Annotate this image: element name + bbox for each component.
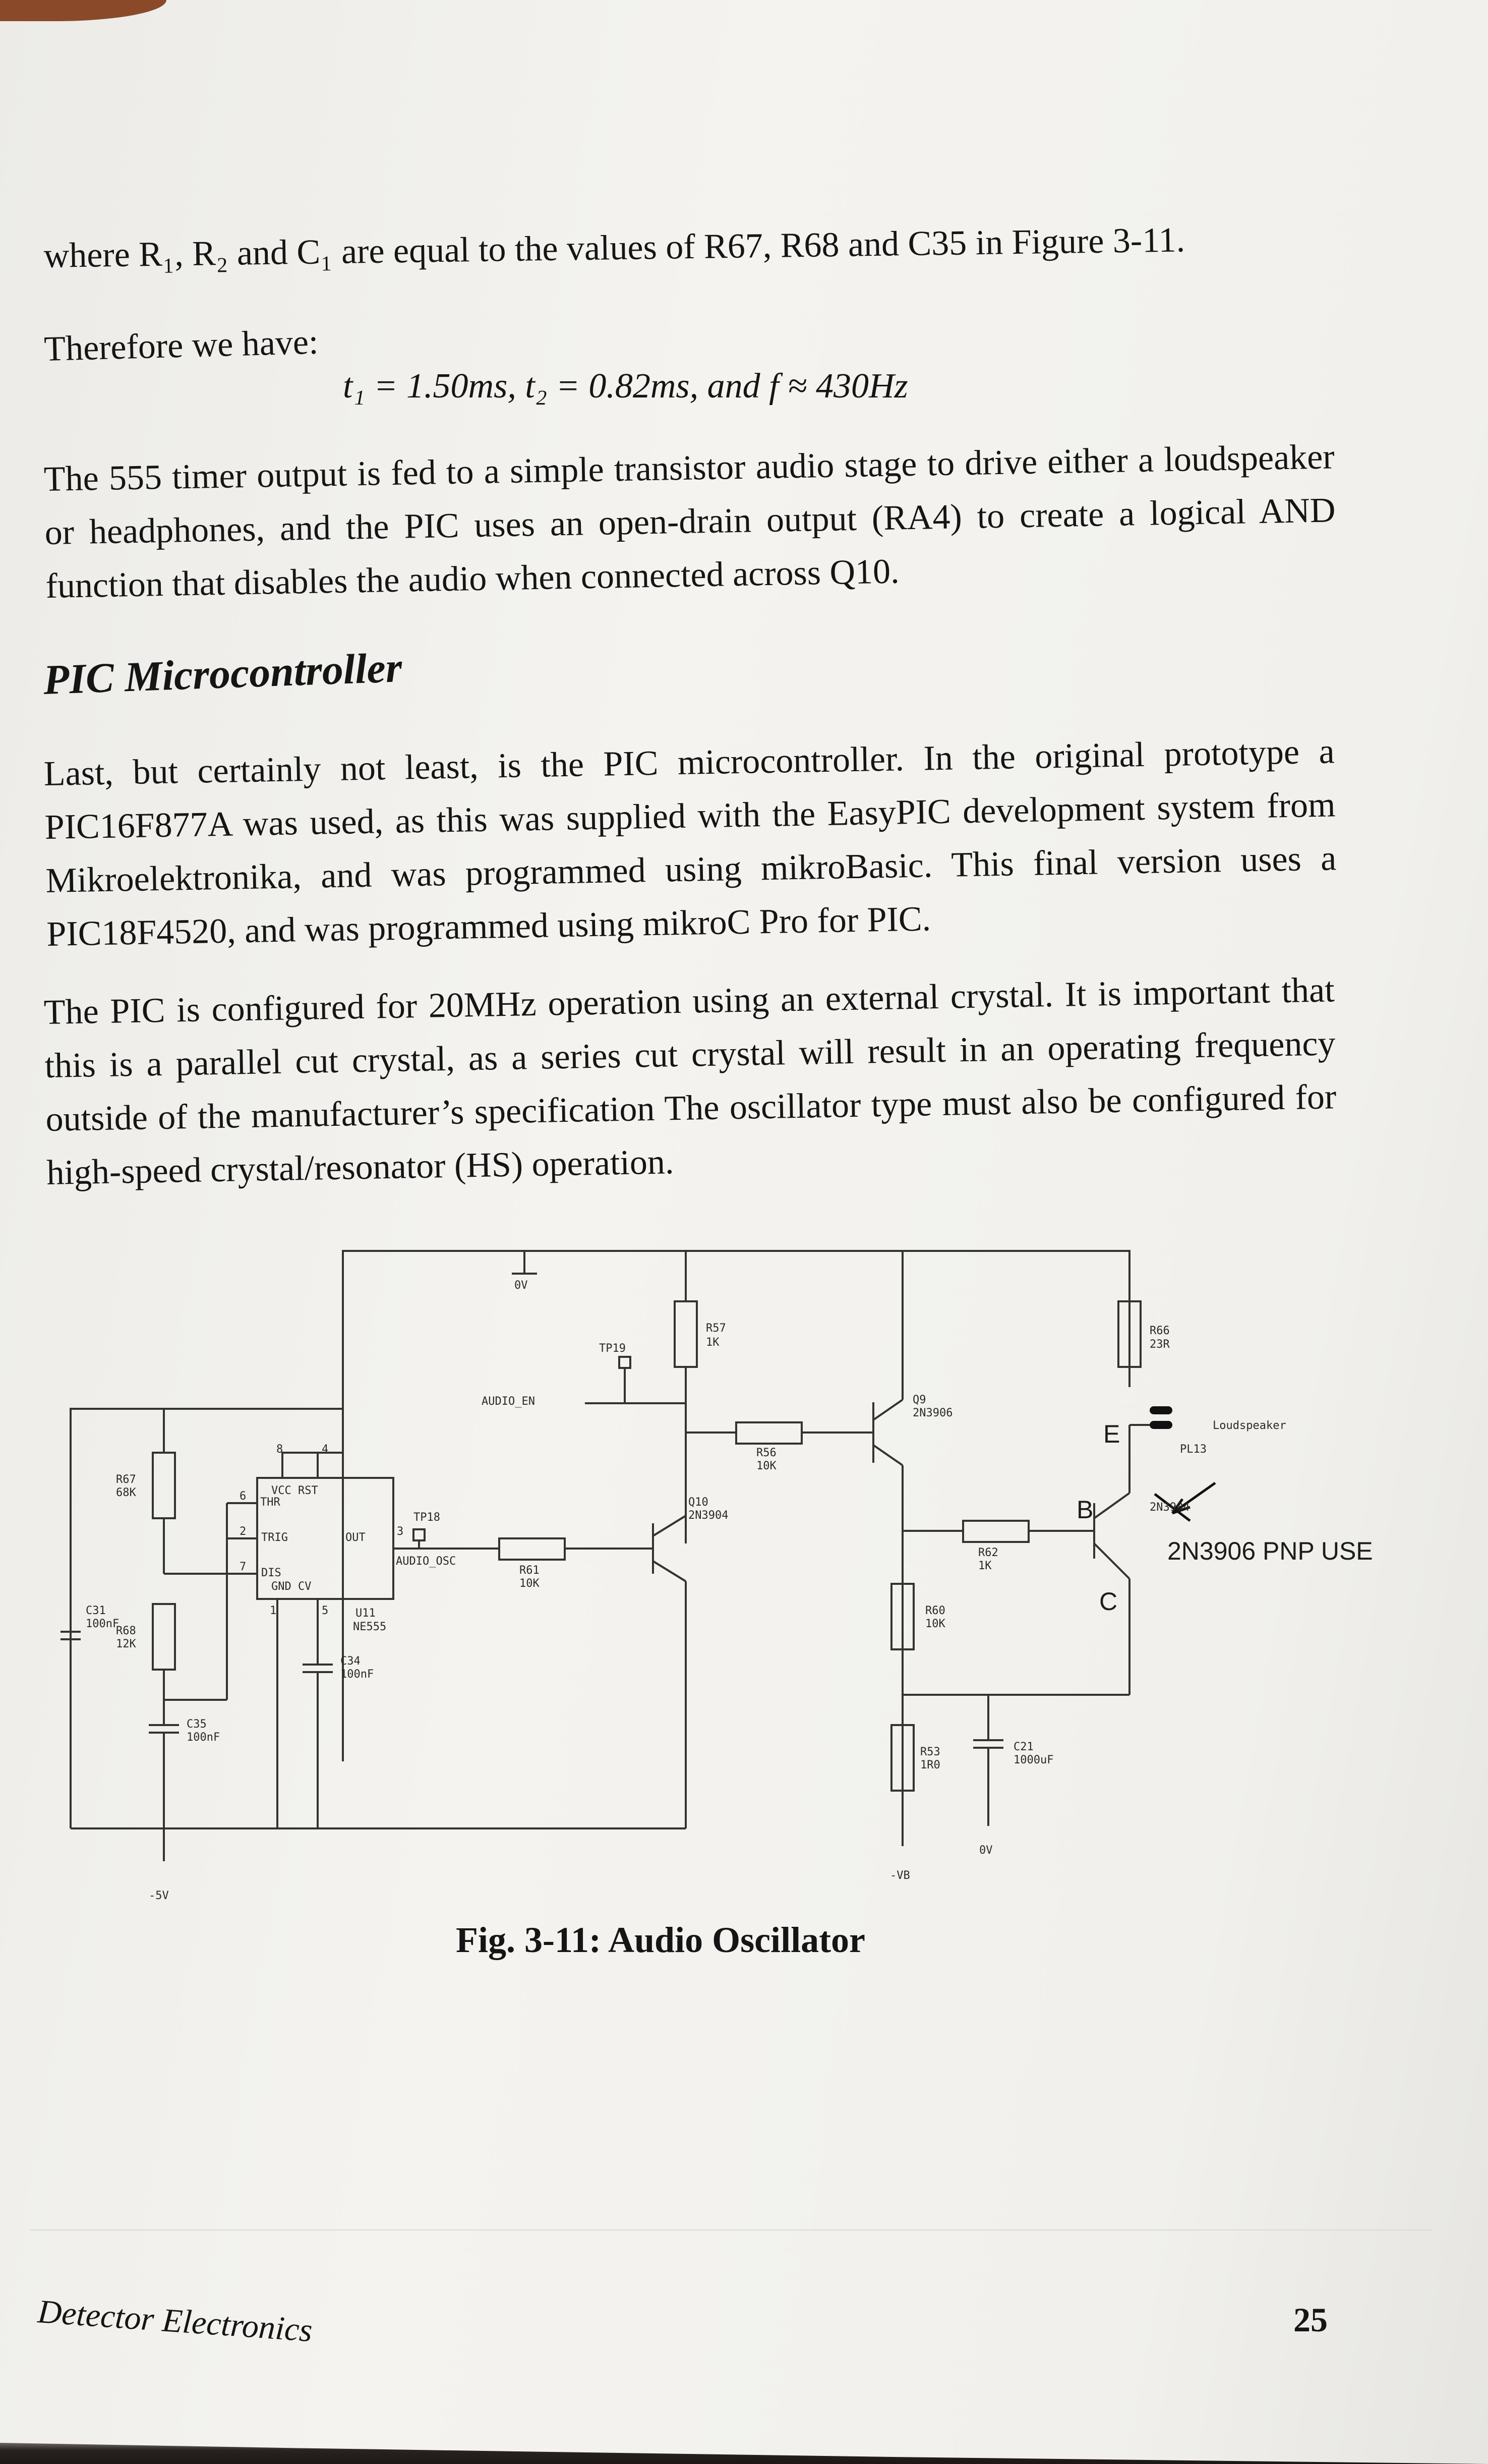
label-q9-part: 2N3906 bbox=[913, 1407, 953, 1419]
label-c34: C34 bbox=[340, 1655, 361, 1668]
label-neg-vb: -VB bbox=[890, 1869, 910, 1882]
handwritten-annotation bbox=[1154, 1481, 1216, 1522]
handwritten-note: 2N3906 PNP USE bbox=[1167, 1537, 1373, 1565]
pin-3: 3 bbox=[397, 1525, 403, 1538]
label-r57: R57 bbox=[706, 1322, 726, 1335]
u11-thr: THR bbox=[260, 1496, 280, 1509]
u11-vcc-rst: VCC RST bbox=[271, 1484, 318, 1497]
label-r62-value: 1K bbox=[978, 1560, 992, 1572]
label-r62: R62 bbox=[978, 1546, 998, 1559]
timing-equation: t₁ = 1.50ms, t₂ = 0.82ms, and f ≈ 430Hz bbox=[343, 367, 908, 406]
handwritten-c: C bbox=[1099, 1587, 1117, 1616]
footer-rule bbox=[30, 2229, 1432, 2230]
label-ne555: NE555 bbox=[353, 1621, 386, 1633]
schematic-drawing: 0V TP19 R57 1K AUDIO_EN Q9 2N3906 R66 23… bbox=[61, 1250, 1373, 1902]
audio-oscillator-schematic: 0V TP19 R57 1K AUDIO_EN Q9 2N3906 R66 23… bbox=[61, 1231, 1402, 1907]
label-u11: U11 bbox=[355, 1607, 376, 1620]
label-pl13: PL13 bbox=[1180, 1443, 1207, 1456]
paragraph-pic-crystal: The PIC is configured for 20MHz operatio… bbox=[43, 970, 1337, 1192]
label-q9: Q9 bbox=[913, 1394, 926, 1406]
loudspeaker-connector bbox=[1150, 1406, 1172, 1429]
label-r60: R60 bbox=[925, 1605, 945, 1617]
label-tp19: TP19 bbox=[599, 1342, 626, 1355]
label-r66: R66 bbox=[1150, 1325, 1170, 1337]
figure-caption: Fig. 3-11: Audio Oscillator bbox=[456, 1920, 866, 1960]
u11-out: OUT bbox=[345, 1531, 366, 1544]
label-c21: C21 bbox=[1014, 1741, 1034, 1753]
label-c34-value: 100nF bbox=[340, 1668, 374, 1681]
handwritten-e: E bbox=[1103, 1420, 1120, 1448]
u11-trig: TRIG bbox=[261, 1531, 288, 1544]
label-r61-value: 10K bbox=[519, 1577, 540, 1590]
pin-4: 4 bbox=[322, 1443, 328, 1456]
pin-8: 8 bbox=[276, 1443, 283, 1456]
pin-6: 6 bbox=[240, 1490, 246, 1503]
label-r53-value: 1R0 bbox=[920, 1759, 940, 1771]
label-c31-value: 100nF bbox=[86, 1618, 119, 1630]
label-crossed-part: 2N3904 bbox=[1150, 1501, 1189, 1514]
label-audio-en: AUDIO_EN bbox=[482, 1395, 535, 1408]
label-r68: R68 bbox=[116, 1625, 136, 1637]
label-q10: Q10 bbox=[688, 1496, 708, 1509]
label-r66-value: 23R bbox=[1150, 1338, 1170, 1351]
label-0v-bottom: 0V bbox=[979, 1844, 993, 1857]
u11-dis: DIS bbox=[261, 1567, 281, 1579]
label-q10-part: 2N3904 bbox=[688, 1509, 728, 1522]
label-r61: R61 bbox=[519, 1564, 540, 1577]
label-loudspeaker: Loudspeaker bbox=[1213, 1419, 1286, 1432]
label-r67-value: 68K bbox=[116, 1486, 136, 1499]
paragraph-pic-intro: Last, but certainly not least, is the PI… bbox=[43, 732, 1337, 954]
label-0v-top: 0V bbox=[514, 1279, 528, 1292]
label-c31: C31 bbox=[86, 1605, 106, 1617]
label-tp18: TP18 bbox=[413, 1511, 440, 1524]
label-c35: C35 bbox=[187, 1718, 207, 1731]
paragraph-555-timer: The 555 timer output is fed to a simple … bbox=[43, 437, 1336, 606]
label-r53: R53 bbox=[920, 1746, 940, 1758]
handwritten-b: B bbox=[1077, 1496, 1093, 1524]
pin-5: 5 bbox=[322, 1605, 328, 1617]
label-r60-value: 10K bbox=[925, 1618, 945, 1630]
page-number: 25 bbox=[1293, 2301, 1328, 2339]
u11-gnd-cv: GND CV bbox=[271, 1580, 311, 1593]
label-r56: R56 bbox=[756, 1447, 777, 1459]
pin-2: 2 bbox=[240, 1525, 246, 1538]
label-audio-osc: AUDIO_OSC bbox=[396, 1555, 456, 1568]
label-r57-value: 1K bbox=[706, 1336, 720, 1349]
label-r68-value: 12K bbox=[116, 1638, 136, 1650]
label-neg-5v: -5V bbox=[149, 1889, 169, 1902]
label-c21-value: 1000uF bbox=[1014, 1754, 1053, 1766]
label-r67: R67 bbox=[116, 1473, 136, 1486]
label-r56-value: 10K bbox=[756, 1460, 777, 1472]
pin-1: 1 bbox=[270, 1605, 276, 1617]
label-c35-value: 100nF bbox=[187, 1731, 220, 1744]
pin-7: 7 bbox=[240, 1561, 246, 1573]
